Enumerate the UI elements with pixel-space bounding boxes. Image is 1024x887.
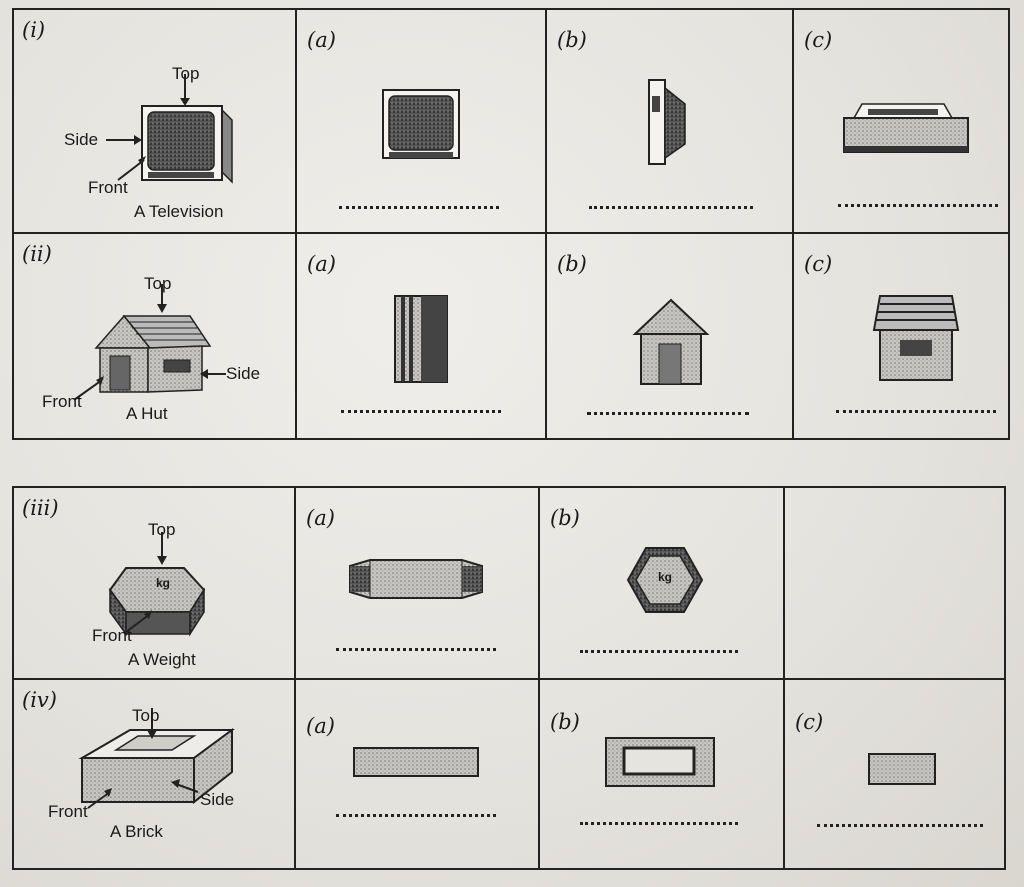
- tv-side-view-icon: [648, 79, 686, 165]
- answer-blank[interactable]: [580, 650, 738, 653]
- option-cell-c: (c): [792, 232, 1010, 440]
- option-cell-b: (b) kg: [538, 486, 785, 680]
- object-cell-brick: (iv) Top Side Front A Brick: [12, 678, 296, 870]
- hut-side-view-icon: [872, 295, 960, 381]
- views-table-2: (iii) kg Top Front A Weight (a): [12, 486, 1006, 870]
- answer-blank[interactable]: [580, 822, 738, 825]
- weight-front-view-icon: [349, 559, 483, 599]
- answer-blank[interactable]: [587, 412, 749, 415]
- brick-front-view-icon: [353, 747, 479, 777]
- option-cell-a: (a): [295, 8, 547, 234]
- brick-top-view-icon: [605, 737, 715, 787]
- option-cell-c: (c): [792, 8, 1010, 234]
- object-caption: A Brick: [110, 822, 163, 841]
- table-row-television: (i): [12, 8, 1010, 234]
- object-caption: A Television: [134, 202, 224, 221]
- option-label: (a): [306, 714, 335, 738]
- views-table-1: (i): [12, 8, 1010, 440]
- option-cell-c: (c): [783, 678, 1006, 870]
- option-cell-b: (b): [545, 8, 794, 234]
- option-label: (c): [795, 710, 824, 734]
- option-label: (a): [307, 252, 336, 276]
- table-row-weight: (iii) kg Top Front A Weight (a): [12, 486, 1006, 680]
- option-cell-b: (b): [545, 232, 794, 440]
- brick-3d-icon: [78, 708, 236, 809]
- option-label: (b): [557, 28, 587, 52]
- option-cell-a: (a): [294, 486, 540, 680]
- option-label: (a): [306, 506, 335, 530]
- weight-unit-mark: kg: [156, 576, 171, 590]
- table-row-brick: (iv) Top Side Front A Brick: [12, 678, 1006, 870]
- row-number: (iii): [22, 496, 59, 520]
- weight-top-view-icon: [626, 547, 704, 613]
- top-label: Top: [172, 64, 200, 83]
- table-row-hut: (ii) Top: [12, 232, 1010, 440]
- tv-front-view-icon: [382, 89, 460, 159]
- answer-blank[interactable]: [817, 824, 983, 827]
- option-cell-b: (b): [538, 678, 785, 870]
- row-number: (i): [22, 18, 46, 42]
- weight-3d-icon: [108, 532, 206, 637]
- answer-blank[interactable]: [836, 410, 996, 413]
- object-cell-hut: (ii) Top: [12, 232, 297, 440]
- object-caption: A Weight: [128, 650, 196, 669]
- answer-blank[interactable]: [838, 204, 998, 207]
- weight-unit-mark: kg: [658, 570, 673, 584]
- option-label: (c): [804, 252, 833, 276]
- answer-blank[interactable]: [336, 814, 496, 817]
- side-label: Side: [200, 790, 235, 809]
- tv-top-view-icon: [843, 103, 969, 153]
- front-label: Front: [92, 626, 132, 645]
- top-label: Top: [132, 706, 160, 725]
- hut-3d-icon: [73, 284, 226, 401]
- top-label: Top: [144, 274, 172, 293]
- answer-blank[interactable]: [336, 648, 496, 651]
- top-label: Top: [148, 520, 176, 539]
- option-cell-a: (a): [294, 678, 540, 870]
- front-label: Front: [88, 178, 128, 197]
- side-label: Side: [226, 364, 261, 383]
- option-label: (a): [307, 28, 336, 52]
- answer-blank[interactable]: [589, 206, 753, 209]
- hut-top-view-icon: [394, 295, 448, 383]
- row-number: (iv): [22, 688, 57, 712]
- option-label: (b): [550, 506, 580, 530]
- hut-front-view-icon: [632, 298, 710, 385]
- object-caption: A Hut: [126, 404, 168, 423]
- television-3d-icon: [106, 74, 233, 184]
- answer-blank[interactable]: [339, 206, 499, 209]
- object-cell-weight: (iii) kg Top Front A Weight: [12, 486, 296, 680]
- option-label: (b): [557, 252, 587, 276]
- empty-cell: [783, 486, 1006, 680]
- option-label: (c): [804, 28, 833, 52]
- option-cell-a: (a): [295, 232, 547, 440]
- side-label: Side: [64, 130, 99, 149]
- row-number: (ii): [22, 242, 52, 266]
- answer-blank[interactable]: [341, 410, 501, 413]
- option-label: (b): [550, 710, 580, 734]
- brick-side-view-icon: [868, 753, 936, 785]
- object-cell-television: (i): [12, 8, 297, 234]
- front-label: Front: [48, 802, 88, 821]
- front-label: Front: [42, 392, 82, 411]
